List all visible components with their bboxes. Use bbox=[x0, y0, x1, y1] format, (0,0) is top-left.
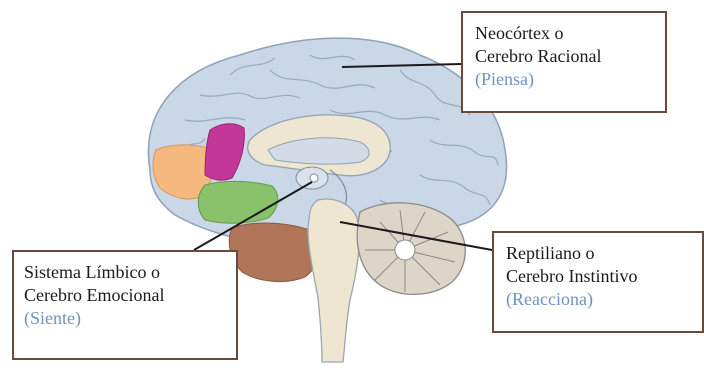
neocortex-label: Neocórtex o Cerebro Racional (Piensa) bbox=[461, 11, 667, 113]
limbic-title-line2: Cerebro Emocional bbox=[24, 284, 226, 307]
limbic-label: Sistema Límbico o Cerebro Emocional (Sie… bbox=[12, 250, 238, 360]
limbic-action: (Siente) bbox=[24, 307, 226, 330]
reptilian-action: (Reacciona) bbox=[506, 288, 690, 311]
neocortex-title-line1: Neocórtex o bbox=[475, 22, 653, 45]
neocortex-action: (Piensa) bbox=[475, 68, 653, 91]
neocortex-title-line2: Cerebro Racional bbox=[475, 45, 653, 68]
temporal-region bbox=[229, 223, 318, 282]
cerebellum-region bbox=[357, 203, 465, 295]
reptilian-title-line1: Reptiliano o bbox=[506, 242, 690, 265]
limbic-title-line1: Sistema Límbico o bbox=[24, 261, 226, 284]
orbitofrontal-region bbox=[198, 181, 278, 223]
reptilian-label: Reptiliano o Cerebro Instintivo (Reaccio… bbox=[492, 231, 704, 333]
reptilian-title-line2: Cerebro Instintivo bbox=[506, 265, 690, 288]
